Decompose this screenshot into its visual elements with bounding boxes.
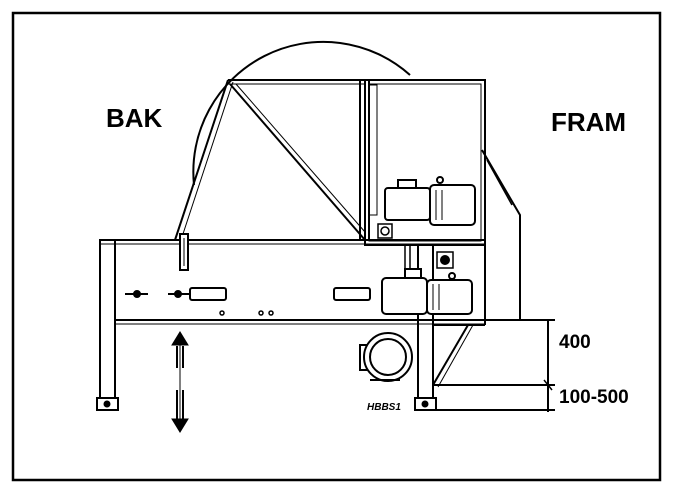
drum-arc-right-inner [486, 159, 513, 206]
drum-arc [192, 40, 411, 186]
dimension-100-500-label: 100-500 [559, 387, 629, 408]
dimension-400-label: 400 [559, 332, 591, 353]
back-label: BAK [106, 103, 163, 133]
drum-arc-right [481, 149, 521, 320]
figure-border [11, 11, 662, 482]
table-details [125, 287, 371, 316]
drawing-code-label: HBBS1 [367, 402, 401, 413]
table-frame [96, 239, 486, 411]
roller-icon [359, 332, 413, 382]
front-label: FRAM [551, 107, 626, 137]
lever-icon [179, 233, 189, 271]
chute [432, 319, 550, 388]
height-adjust-arrow [171, 331, 189, 433]
lower-motor-icon [381, 251, 473, 315]
upper-motor-icon [377, 176, 476, 239]
dimension-lines [435, 319, 555, 412]
